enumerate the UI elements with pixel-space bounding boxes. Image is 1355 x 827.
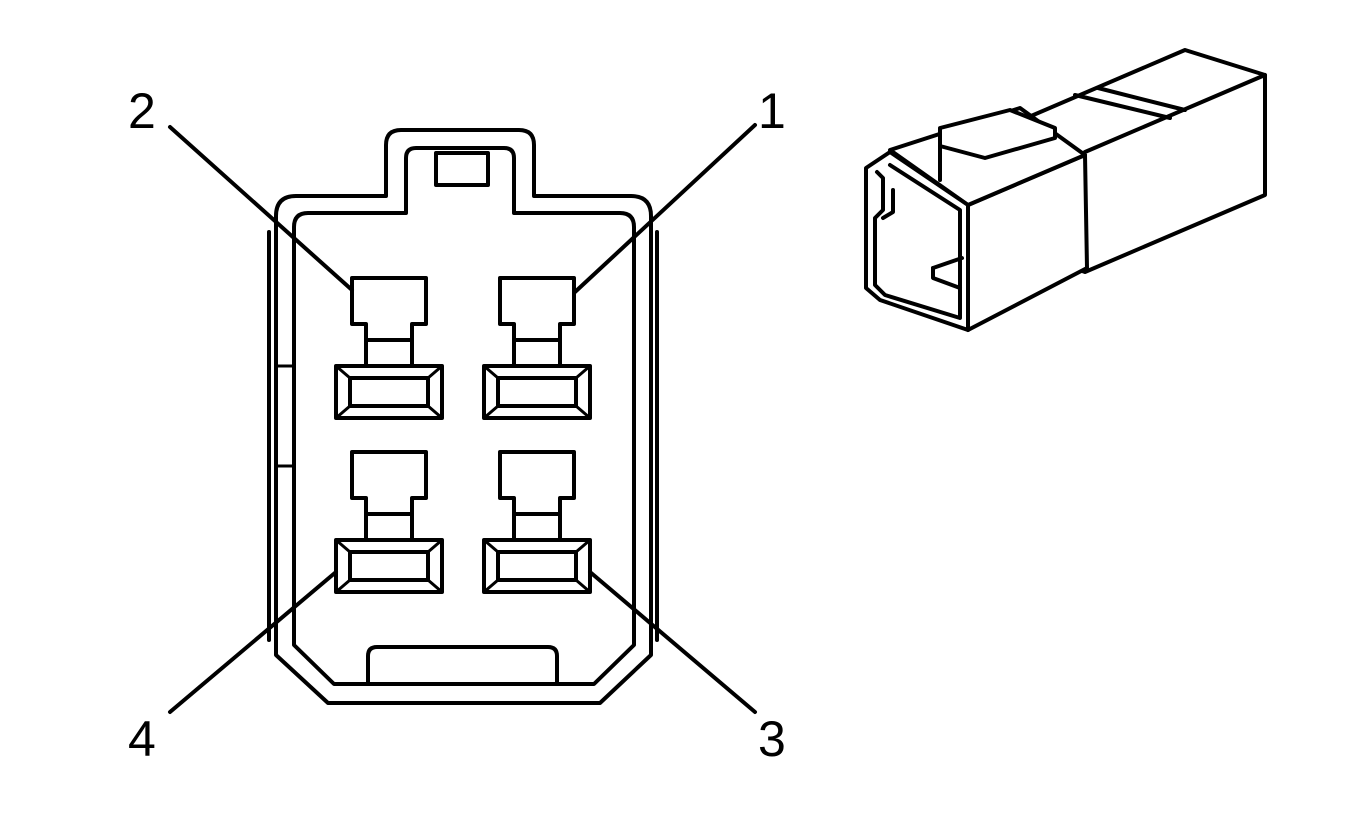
terminal-latch [350,450,428,516]
leader-line-pin-1 [573,123,757,294]
connector-inner-tab [931,256,964,270]
terminal-neck [364,512,414,542]
connector-rear-top-edge [1083,73,1267,154]
pin-label-2: 2 [128,83,156,139]
terminal-neck [512,512,562,542]
terminal-cavity-2 [334,276,444,420]
terminal-box-outer [482,364,592,420]
terminal-latch [350,276,428,342]
connector-face: 2 1 4 3 [128,83,786,767]
terminal-neck [364,338,414,368]
pin-label-3: 3 [758,711,786,767]
connector-rear-band-2 [1096,86,1187,112]
pin-label-4: 4 [128,711,156,767]
terminal-bevel [335,364,443,420]
connector-isometric-view [864,48,1267,332]
connector-front-slot [881,188,895,220]
terminal-bevel [335,538,443,594]
housing-inner-outline [292,146,636,686]
terminal-box-outer [334,364,444,420]
pin-label-1: 1 [758,83,786,139]
bottom-key [366,645,559,686]
terminal-cavities [334,276,592,594]
connector-inner-step [931,266,962,290]
terminal-neck [512,338,562,368]
terminal-box-outer [482,538,592,594]
terminal-box-inner [496,550,578,582]
terminal-latch [498,276,576,342]
terminal-cavity-3 [482,450,592,594]
terminal-box-inner [348,376,430,408]
connector-rear-band [1073,93,1172,120]
terminal-cavity-4 [334,450,444,594]
housing-outer-outline [274,128,653,705]
terminal-latch [498,450,576,516]
leader-line-pin-4 [168,570,338,714]
connector-front-opening [873,163,962,320]
terminal-box-inner [348,550,430,582]
latch-window [434,151,490,187]
terminal-bevel [483,538,591,594]
leader-line-pin-2 [168,125,354,292]
terminal-box-outer [334,538,444,594]
terminal-bevel [483,364,591,420]
terminal-cavity-1 [482,276,592,420]
leader-line-pin-3 [588,570,757,714]
terminal-box-inner [496,376,578,408]
